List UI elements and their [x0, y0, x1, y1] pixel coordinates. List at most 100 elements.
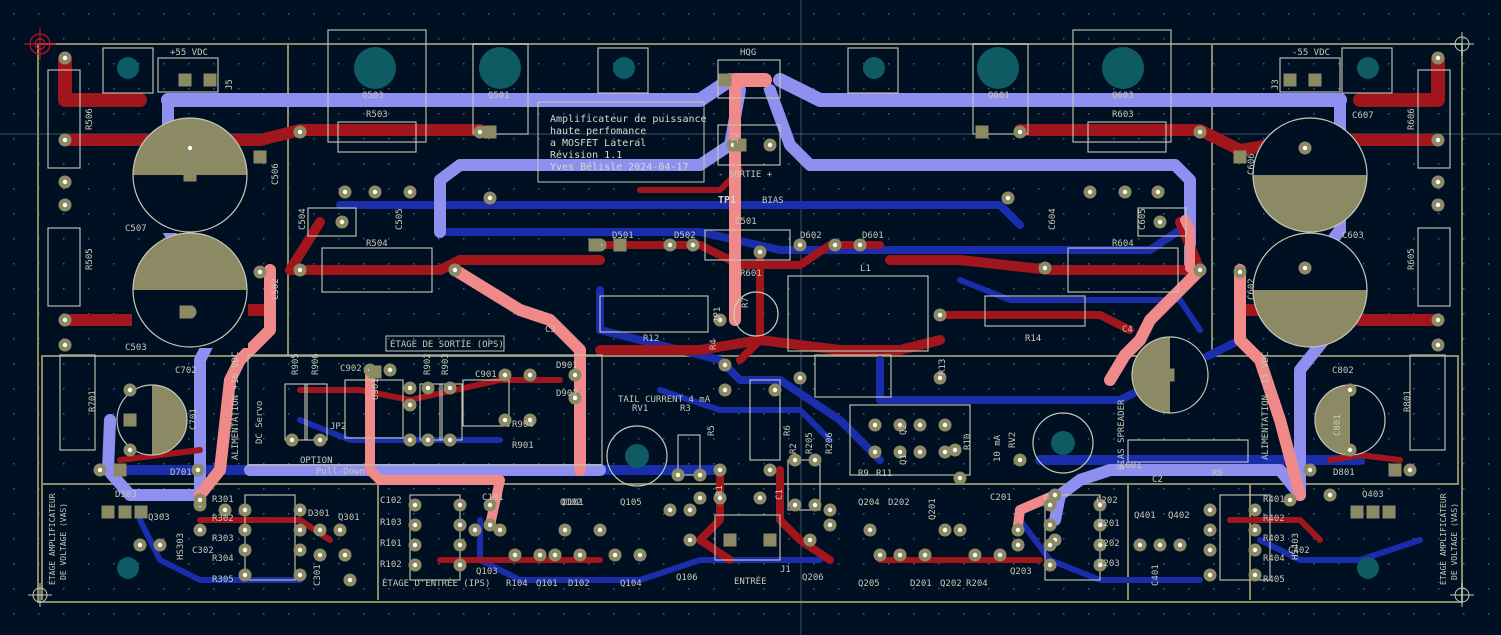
grid-dot [763, 38, 765, 40]
grid-dot [1213, 263, 1215, 265]
grid-dot [663, 313, 665, 315]
grid-dot [63, 163, 65, 165]
grid-dot [1088, 513, 1090, 515]
grid-dot [313, 38, 315, 40]
refdes-d801: D801 [1333, 468, 1355, 478]
grid-dot [113, 588, 115, 590]
grid-dot [963, 138, 965, 140]
grid-dot [1438, 213, 1440, 215]
grid-dot [1463, 463, 1465, 465]
grid-dot [1038, 288, 1040, 290]
grid-dot [138, 363, 140, 365]
grid-dot [313, 163, 315, 165]
grid-dot [888, 188, 890, 190]
pad-hole [1097, 542, 1103, 548]
pad-hole [937, 312, 943, 318]
grid-dot [963, 588, 965, 590]
grid-dot [588, 88, 590, 90]
refdes-hs403: HS403 [1291, 533, 1301, 560]
refdes-q105: Q105 [620, 498, 642, 508]
grid-dot [13, 388, 15, 390]
grid-dot [463, 288, 465, 290]
grid-dot [1188, 63, 1190, 65]
square-pad [1323, 413, 1337, 427]
origin-marker [24, 28, 56, 60]
grid-dot [588, 513, 590, 515]
pad-hole [195, 467, 201, 473]
grid-dot [888, 13, 890, 15]
grid-dot [338, 613, 340, 615]
grid-dot [838, 63, 840, 65]
grid-dot [988, 138, 990, 140]
grid-dot [563, 13, 565, 15]
grid-dot [938, 13, 940, 15]
label-dc-servo: DC Servo [255, 401, 265, 444]
pad-hole [1177, 542, 1183, 548]
grid-dot [63, 38, 65, 40]
grid-dot [663, 563, 665, 565]
refdes-q203: Q203 [1010, 567, 1032, 577]
refdes-r301: R301 [212, 495, 234, 505]
grid-dot [1138, 438, 1140, 440]
grid-dot [113, 563, 115, 565]
grid-dot [288, 363, 290, 365]
grid-dot [1163, 538, 1165, 540]
grid-dot [1263, 213, 1265, 215]
pad-hole [257, 269, 263, 275]
grid-dot [313, 588, 315, 590]
pad-hole [412, 522, 418, 528]
grid-dot [288, 513, 290, 515]
grid-dot [1388, 488, 1390, 490]
grid-dot [1213, 588, 1215, 590]
grid-dot [513, 488, 515, 490]
grid-dot [463, 363, 465, 365]
grid-dot [363, 488, 365, 490]
grid-dot [863, 463, 865, 465]
grid-dot [1438, 113, 1440, 115]
pad-hole [317, 527, 323, 533]
pad-hole [872, 449, 878, 455]
grid-dot [1413, 238, 1415, 240]
grid-dot [13, 563, 15, 565]
grid-dot [1213, 363, 1215, 365]
grid-dot [113, 63, 115, 65]
grid-dot [1063, 413, 1065, 415]
pad-hole [1347, 387, 1353, 393]
grid-dot [1313, 488, 1315, 490]
grid-dot [638, 313, 640, 315]
grid-dot [813, 388, 815, 390]
grid-dot [988, 513, 990, 515]
grid-dot [838, 238, 840, 240]
grid-dot [1338, 588, 1340, 590]
grid-dot [1463, 238, 1465, 240]
grid-dot [1238, 488, 1240, 490]
grid-dot [1088, 38, 1090, 40]
grid-dot [1288, 613, 1290, 615]
grid-dot [563, 563, 565, 565]
grid-dot [1213, 238, 1215, 240]
grid-dot [938, 238, 940, 240]
grid-dot [313, 113, 315, 115]
grid-dot [938, 363, 940, 365]
grid-dot [738, 38, 740, 40]
refdes-q603: Q603 [1112, 91, 1134, 101]
grid-dot [538, 463, 540, 465]
pad-hole [942, 527, 948, 533]
grid-dot [113, 413, 115, 415]
pad-hole [572, 395, 578, 401]
grid-dot [1338, 38, 1340, 40]
grid-dot [1463, 138, 1465, 140]
refdes-c301: C301 [313, 564, 323, 586]
grid-dot [438, 163, 440, 165]
refdes-r701: R701 [88, 390, 98, 412]
grid-dot [288, 463, 290, 465]
grid-dot [388, 538, 390, 540]
grid-dot [1088, 563, 1090, 565]
grid-dot [638, 388, 640, 390]
pad-hole [339, 219, 345, 225]
grid-dot [1163, 138, 1165, 140]
grid-dot [438, 138, 440, 140]
grid-dot [1038, 338, 1040, 340]
grid-dot [188, 363, 190, 365]
grid-dot [413, 338, 415, 340]
